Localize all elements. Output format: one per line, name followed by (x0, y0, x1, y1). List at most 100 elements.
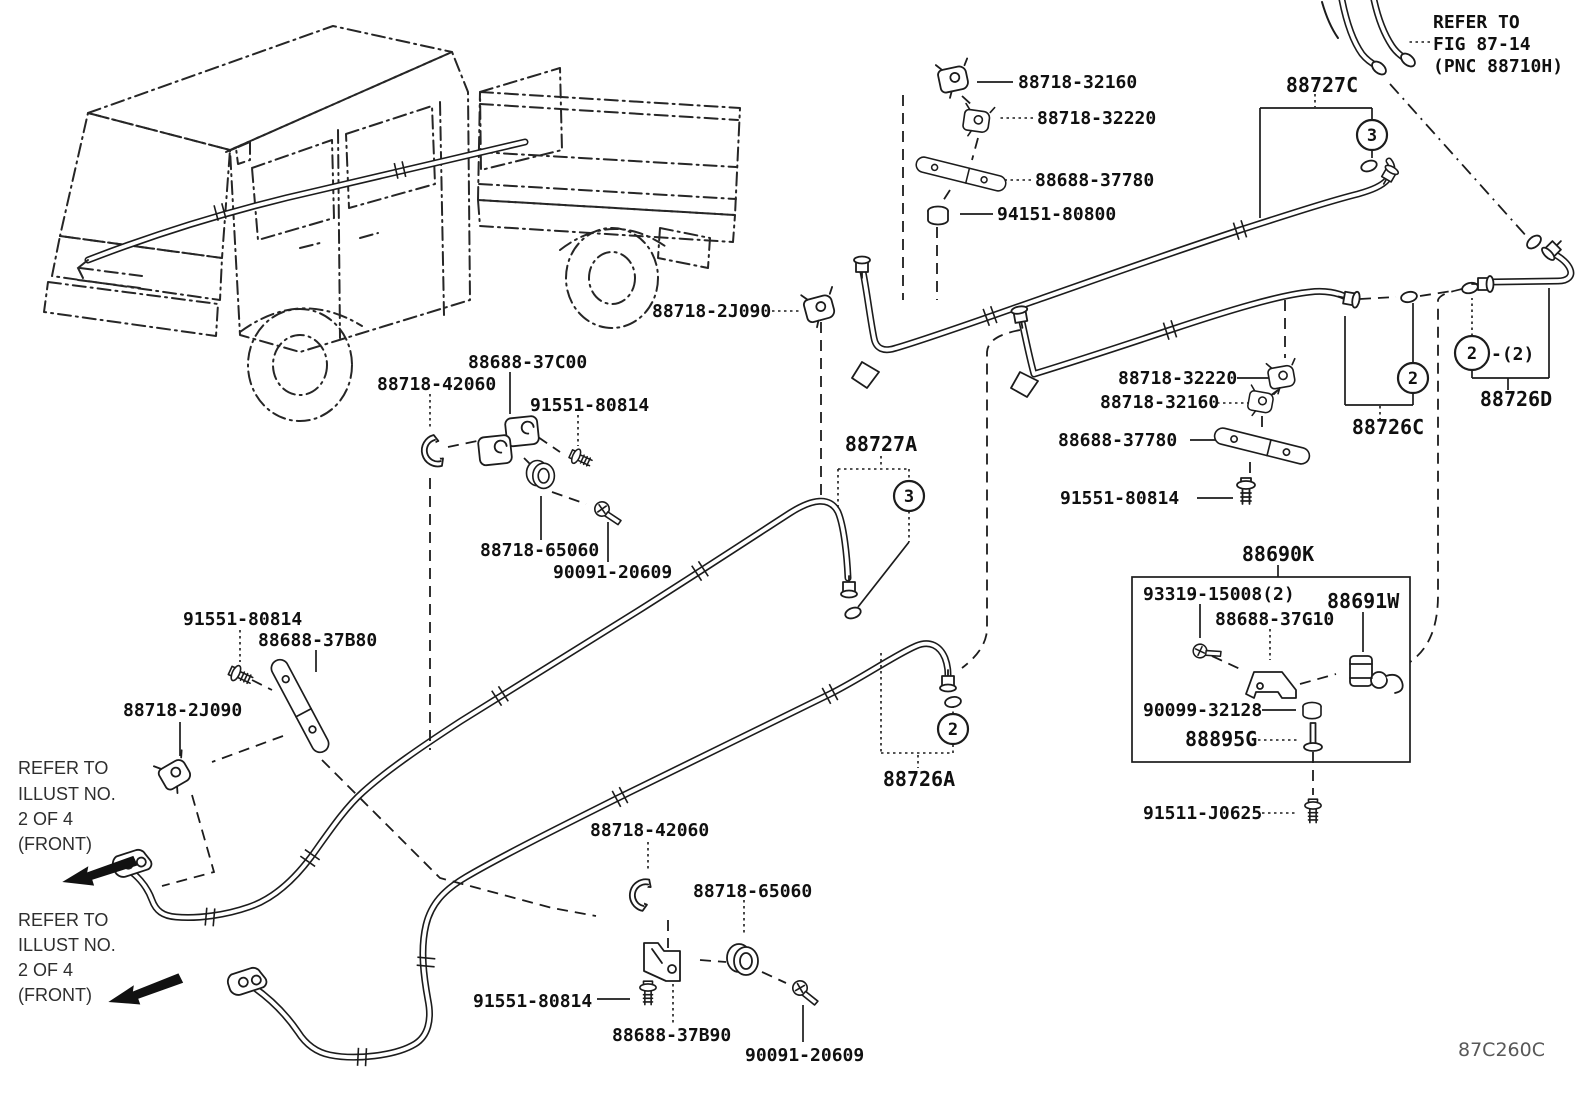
oring-88727C (1358, 157, 1380, 175)
pipe-sleeve-tick (821, 683, 839, 705)
badges: 3 3 2 2 2 (892, 118, 1491, 746)
note-refer-illust1-line1: REFER TO (18, 758, 108, 778)
badge-2-88726C: 2 (1396, 361, 1430, 395)
pipe-sleeve-tick (213, 203, 227, 221)
svg-text:2: 2 (1467, 344, 1477, 364)
bracket-88726D-lines (1471, 288, 1550, 379)
link-oring-to-solenoid (1409, 288, 1463, 663)
in-cab-pipe-route (88, 142, 525, 260)
truck-window-front-door (251, 139, 335, 241)
label-88718-2J090-left: 88718-2J090 (123, 700, 242, 721)
truck-rear-arch (559, 228, 666, 251)
oring-88726C (1399, 289, 1419, 305)
pipe-sleeve-tick (1162, 319, 1178, 341)
label-91551-80814-d: 91551-80814 (473, 991, 592, 1012)
oring-88726D-rear (1523, 232, 1545, 252)
label-91511-J0625: 91511-J0625 (1143, 803, 1262, 824)
svg-text:2: 2 (948, 720, 958, 740)
bolt-91551-80814-left (225, 662, 256, 689)
clamp-88718-42060 (417, 433, 446, 471)
label-88718-42060-b: 88718-42060 (590, 820, 709, 841)
dash-65060-to-screw (761, 971, 787, 984)
svg-text:3: 3 (904, 487, 914, 507)
truck-bed-rails (478, 103, 739, 200)
svg-text:2: 2 (1408, 369, 1418, 389)
note-refer-illust2-line3: 2 OF 4 (18, 960, 73, 980)
cluster-dash-3 (523, 457, 535, 469)
truck-mirror (225, 141, 251, 165)
truck-rear-step (657, 227, 711, 269)
label-88688-37780-top: 88688-37780 (1035, 170, 1154, 191)
label-94151-80800: 94151-80800 (997, 204, 1116, 225)
cluster-dash-1 (447, 440, 478, 448)
pipes (122, 0, 1571, 1067)
hose-to-fig-87-14-a (1342, 0, 1377, 66)
fitting-88727C-front (853, 255, 871, 279)
note-refer-fig-line3: (PNC 88710H) (1433, 56, 1563, 77)
bracket-88688-37B80 (267, 655, 333, 757)
box-dash-2 (1299, 673, 1337, 685)
label-88726D: 88726D (1480, 387, 1552, 411)
cushion-90099-32128 (1302, 701, 1322, 720)
pipe-sleeve-tick (491, 685, 509, 707)
bracket-88726A-lines (880, 653, 954, 754)
label-93319-15008: 93319-15008(2) (1143, 584, 1295, 605)
bolt-91551-80814-b (639, 980, 657, 1006)
stack-dash-1 (961, 95, 975, 108)
truck-bed-underside (477, 199, 736, 243)
cushion-88718-65060-b (726, 943, 759, 976)
bolt-91511-J0625 (1304, 798, 1322, 824)
direction-arrows (62, 855, 184, 1005)
clip-88718-2J090-left (153, 749, 201, 798)
svg-text:3: 3 (1367, 126, 1377, 146)
front-arrow-1 (62, 855, 138, 886)
label-88688-37B90: 88688-37B90 (612, 1025, 731, 1046)
pipe-tab-88727C (851, 361, 880, 389)
truck-cab-side (229, 51, 471, 353)
label-91551-80814-a: 91551-80814 (530, 395, 649, 416)
label-88688-37B80: 88688-37B80 (258, 630, 377, 651)
truck-rear-wheel (565, 227, 659, 329)
pipe-sleeve-tick (611, 786, 629, 808)
link-37B80-to-42060 (321, 759, 597, 917)
box-88690K (1131, 576, 1411, 763)
link-hose-to-88726D (1389, 83, 1529, 239)
label-90091-20609-a: 90091-20609 (553, 562, 672, 583)
label-88718-42060-a: 88718-42060 (377, 374, 496, 395)
dash-orings-88726C (1359, 290, 1453, 300)
hose-edge-line (1321, 1, 1339, 39)
cluster-dash-2 (537, 436, 561, 453)
cushion-88718-65060-a (525, 459, 556, 490)
plate-88688-37C00-b (476, 433, 514, 467)
nut-94151-80800 (927, 205, 949, 226)
pipe-sleeve-tick (1232, 219, 1248, 241)
stack-dash-3 (940, 189, 951, 205)
label-88718-32160-right: 88718-32160 (1100, 392, 1219, 413)
clip-88718-32160-right (1245, 384, 1279, 420)
pipe-sleeve-tick (416, 956, 436, 968)
truck-bumper (43, 281, 219, 337)
label-91551-80814-c: 91551-80814 (1060, 488, 1179, 509)
labels: REFER TO FIG 87-14 (PNC 88710H) 88727C 8… (18, 12, 1563, 1066)
note-refer-illust2-line4: (FRONT) (18, 985, 92, 1005)
drop-clip-2J090-left (161, 794, 216, 887)
bolt-91551-80814-right (1236, 477, 1256, 505)
truck-bed-front-panel (479, 67, 563, 171)
oring-88726A (943, 694, 963, 710)
note-refer-fig-line1: REFER TO (1433, 12, 1520, 33)
link-bolt-to-37B80 (251, 679, 273, 691)
bolt-93319-15008 (1190, 637, 1224, 666)
label-88718-32160-top: 88718-32160 (1018, 72, 1137, 93)
clip-88718-32220-right (1265, 357, 1302, 396)
label-90091-20609-b: 90091-20609 (745, 1045, 864, 1066)
bracket-88688-37780-right (1212, 425, 1312, 467)
truck-door-handles (299, 232, 379, 249)
badge-3-88727A: 3 (892, 479, 926, 513)
clip-88718-32220 (960, 102, 996, 140)
clamp-88718-42060-b (625, 875, 654, 913)
bracket-88727C-lines (1259, 107, 1373, 218)
badge-2-88726A: 2 (936, 712, 970, 746)
callout-lines (179, 41, 1550, 1042)
fitting-88727A-rear (840, 575, 858, 599)
diagram-code: 87C260C (1458, 1039, 1545, 1061)
